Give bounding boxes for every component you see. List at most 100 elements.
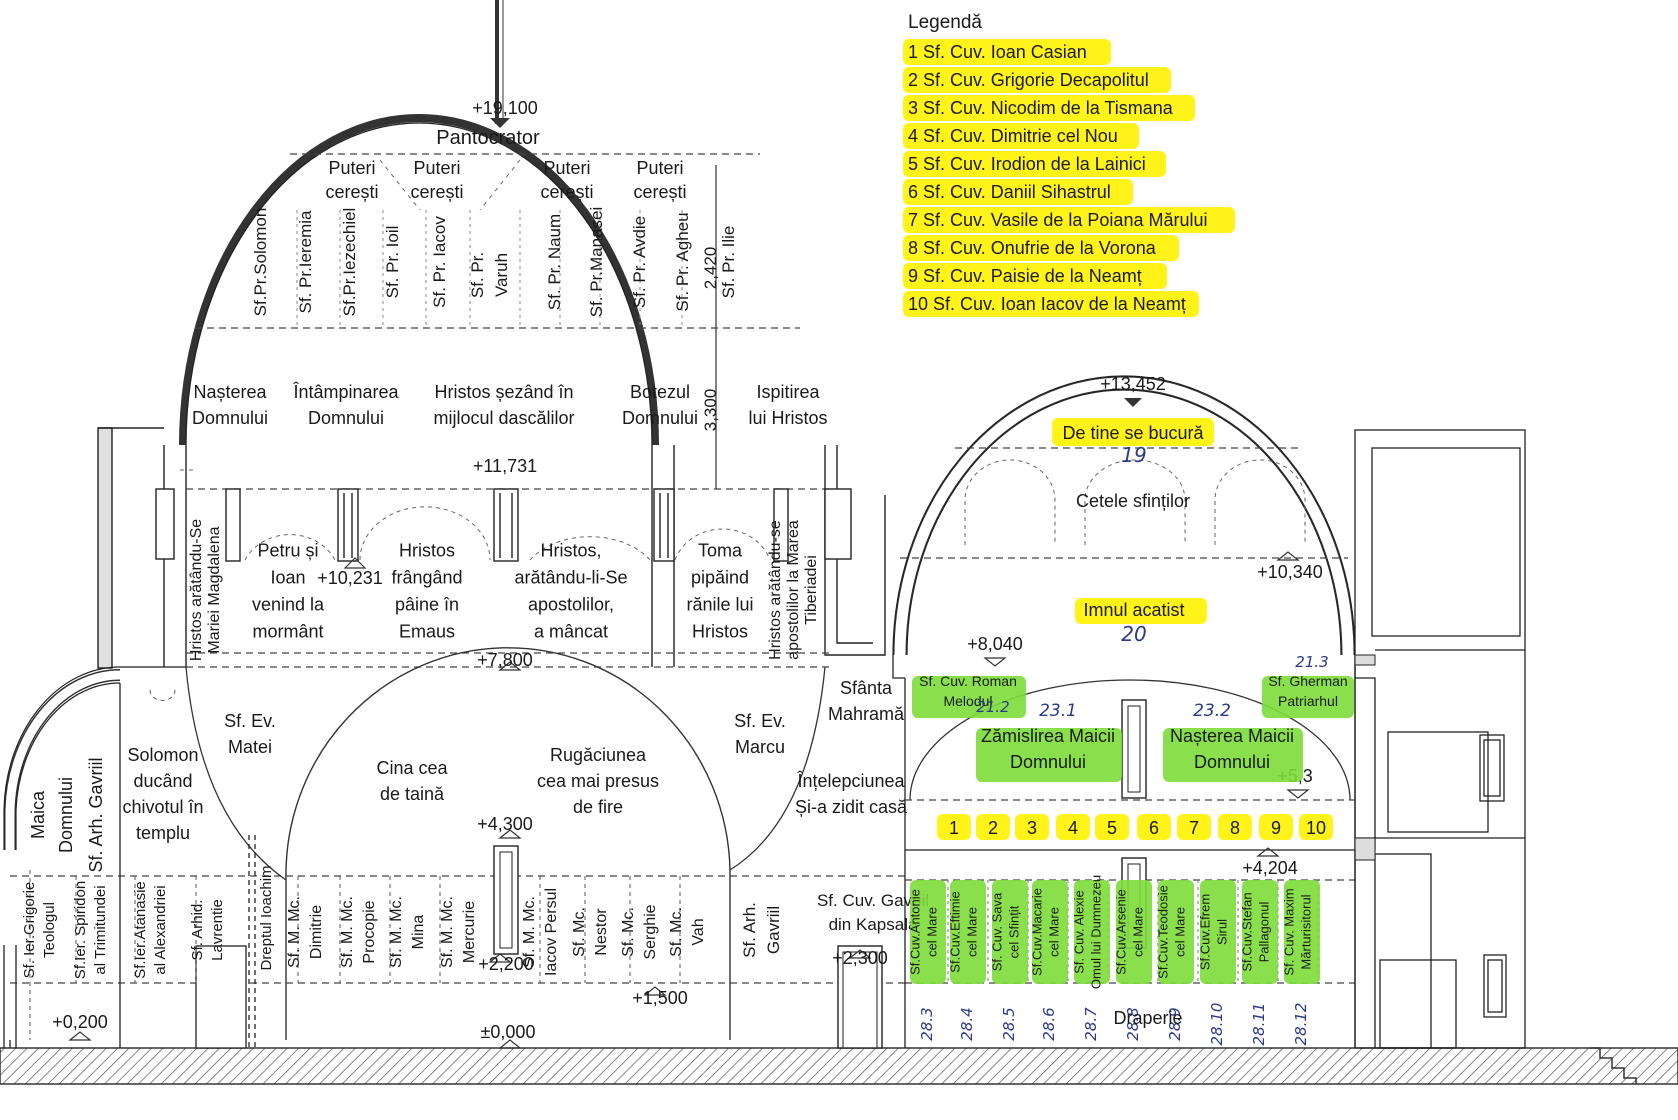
drum-scene-label-line: Hristos xyxy=(692,622,748,642)
imnul-acatist-label-line: Imnul acatist xyxy=(1083,600,1184,620)
puteri-ceresti-label-line: Puteri xyxy=(636,158,683,178)
saint-highlight xyxy=(950,880,986,984)
naos-saint-label-line: Sf. M. Mc. xyxy=(521,896,538,968)
gherman-patriarhul-label-line: Sf. Gherman xyxy=(1268,673,1347,689)
handwritten-23-1: 23.1 xyxy=(1039,701,1077,721)
saint-number-line: 10 xyxy=(1306,818,1326,838)
ground-hatch xyxy=(0,1047,1678,1085)
prophet-label: Sf. Pr.Ieremia xyxy=(296,210,315,314)
level-0200: +0,200 xyxy=(52,1012,108,1032)
handwritten-number: 28.8 xyxy=(1124,1007,1142,1040)
pantocrator-label-line: Pantocrator xyxy=(436,127,540,149)
handwritten-number-line: 28.10 xyxy=(1208,1003,1226,1046)
apse-saint-label-line: cel Mare xyxy=(1047,907,1062,957)
apse-saint-label-line: Sf.Cuv.Macarie xyxy=(1030,888,1045,976)
saint-number-line: 3 xyxy=(1027,818,1037,838)
apse-saint-label-line: cel Mare xyxy=(965,907,980,957)
puteri-ceresti-label-line: cerești xyxy=(410,182,463,202)
apse-saint-label-line: Sirul xyxy=(1215,919,1230,945)
dimension-3300-line: 3,300 xyxy=(701,389,720,432)
prophet-label: Sf. Pr.Varuh xyxy=(468,252,511,298)
arh-gavriil-middle-label: Sf. Arh.Gavriil xyxy=(740,902,783,958)
apse-saint-label-line: Omul lui Dumnezeu xyxy=(1089,875,1104,989)
ev-marcu-label: Sf. Ev.Marcu xyxy=(734,711,786,757)
handwritten-number-line: 28.6 xyxy=(1040,1007,1058,1040)
drum-windows xyxy=(155,488,852,562)
naos-saint-label: Sf. M. Mc.Procopie xyxy=(339,896,378,968)
arh-gavriil-middle-label-line: Sf. Arh. xyxy=(740,902,759,958)
level-2200-line: +2,200 xyxy=(478,954,534,974)
legend-item-line: 10 Sf. Cuv. Ioan Iacov de la Neamț xyxy=(908,294,1186,314)
gavriil-kapsala-label-line: din Kapsala xyxy=(829,915,918,934)
sfanta-mahrama-label-line: Mahramă xyxy=(828,704,905,724)
arh-gavriil-label-line: Sf. Arh. Gavriil xyxy=(86,757,106,872)
ev-marcu-label-line: Sf. Ev. xyxy=(734,711,786,731)
drum-scene-label-line: pâine în xyxy=(395,595,459,615)
legend-item: 7 Sf. Cuv. Vasile de la Poiana Mărului xyxy=(908,210,1208,230)
level-0000: ±0,000 xyxy=(481,1022,536,1042)
handwritten-number: 28.7 xyxy=(1082,1007,1100,1041)
legend-item: 5 Sf. Cuv. Irodion de la Lainici xyxy=(908,154,1146,174)
de-tine-se-bucura-label: De tine se bucură xyxy=(1062,423,1204,443)
saint-highlight xyxy=(1116,880,1152,984)
handwritten-number-line: 28.9 xyxy=(1166,1007,1184,1040)
stairs xyxy=(1590,1047,1637,1084)
number-highlight xyxy=(1015,814,1049,840)
legend-title-line: Legendă xyxy=(908,12,982,33)
naos-saint-label-line: Sf. Mc. xyxy=(620,907,637,957)
level-marker-small-dome xyxy=(1124,398,1142,407)
feast-label-line: mijlocul dascălilor xyxy=(433,408,574,428)
solomon-label-line: ducând xyxy=(133,771,192,791)
left-saint-label: Sf. Arhid.Lavrentie xyxy=(189,899,226,961)
legend-highlight xyxy=(903,207,1235,233)
level-4300-line: +4,300 xyxy=(477,814,533,834)
legend-highlight xyxy=(903,151,1166,177)
maica-domnului-label-line: Domnului xyxy=(56,777,76,853)
feast-label-line: Întâmpinarea xyxy=(292,382,399,402)
saint-highlight xyxy=(992,880,1028,984)
level-11731-line: +11,731 xyxy=(473,456,537,476)
drum-scene-label-line: Emaus xyxy=(399,622,455,642)
naos-saint-label-line: Sf. Mc. xyxy=(668,907,685,957)
handwritten-23-2: 23.2 xyxy=(1193,701,1231,721)
naos-saint-label-line: Sf. M. Mc. xyxy=(439,896,456,968)
saint-number-line: 2 xyxy=(988,818,998,838)
prophet-label: Sf. Pr.Manasei xyxy=(587,207,606,318)
roman-melodul-label-line: Melodul xyxy=(943,693,992,709)
handwritten-number-line: 28.3 xyxy=(918,1007,936,1040)
apse-saint-label-line: cel Mare xyxy=(1173,907,1188,957)
apse-saint-label-line: cel Sfințit xyxy=(1007,905,1022,958)
prophet-label: Sf. Pr. Iacov xyxy=(430,216,449,308)
number-highlight xyxy=(937,814,971,840)
handwritten-21-2: 21.2 xyxy=(976,698,1009,716)
zamislirea-label-line: Zămislirea Maicii xyxy=(981,726,1115,746)
feast-label-line: Nașterea xyxy=(193,382,267,402)
handwritten-21-3-line: 21.3 xyxy=(1295,653,1328,671)
legend-item: 1 Sf. Cuv. Ioan Casian xyxy=(908,42,1087,62)
number-highlight xyxy=(976,814,1010,840)
main-walls xyxy=(97,427,886,669)
puteri-ceresti-label-line: cerești xyxy=(633,182,686,202)
drum-scene-label-line: Hristos xyxy=(399,541,455,561)
legend-highlight xyxy=(903,179,1133,205)
cetele-sfintilor-label: Cetele sfinților xyxy=(1076,491,1190,511)
left-saint-label-line: Sf.Ier. Spiridon xyxy=(72,881,89,979)
level-2300: +2,300 xyxy=(832,948,888,968)
saint-highlight xyxy=(1284,880,1320,984)
drum-scene-label-line: mormânt xyxy=(252,622,323,642)
saint-highlight xyxy=(1074,880,1110,984)
left-saint-label-line: Sf.Ier.Atanasie xyxy=(132,881,149,979)
